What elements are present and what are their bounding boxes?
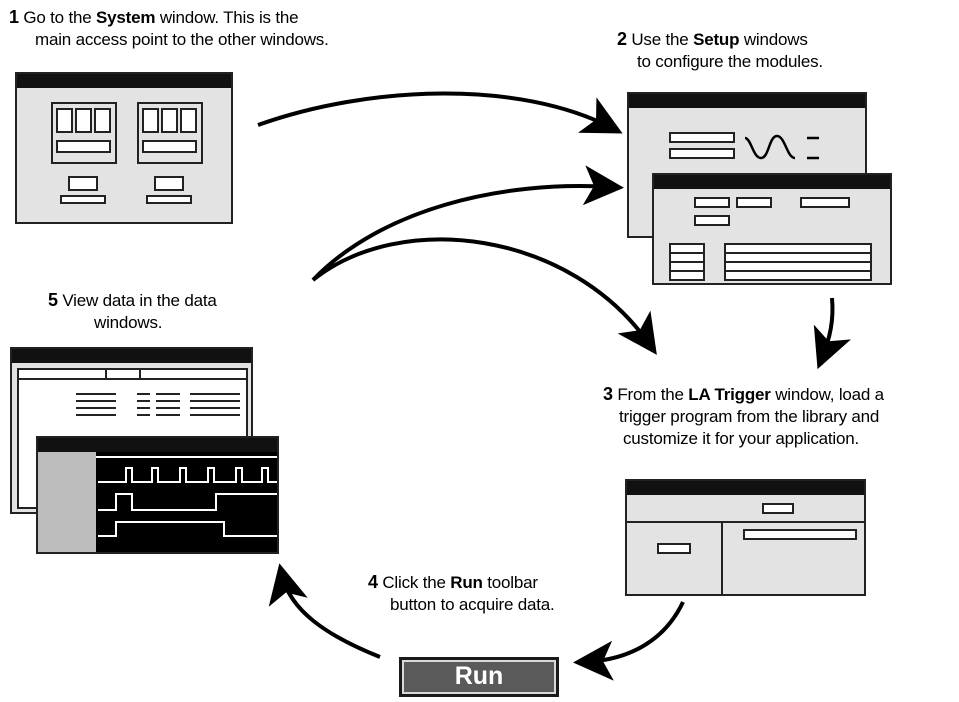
arrow-setup-to-trigger <box>813 297 851 370</box>
title-bar <box>629 94 865 108</box>
module-field <box>146 195 192 204</box>
arrow-system-to-setup <box>257 91 623 134</box>
module-field <box>60 195 106 204</box>
title-bar <box>627 481 864 495</box>
module-button <box>68 176 98 191</box>
title-bar <box>12 349 251 363</box>
run-button-label: Run <box>402 660 556 694</box>
title-bar <box>654 175 890 189</box>
title-bar <box>38 438 277 452</box>
system-window-thumbnail <box>15 72 233 224</box>
waveform-traces <box>96 456 277 537</box>
waveform-label-pane <box>38 452 96 552</box>
slot <box>180 108 197 133</box>
la-trigger-window-thumbnail <box>625 479 866 596</box>
module-button <box>154 176 184 191</box>
step-4-caption: 4 Click the Run toolbar button to acquir… <box>368 572 555 614</box>
setup-field <box>800 197 850 208</box>
slot <box>94 108 111 133</box>
setup-field <box>669 148 735 159</box>
setup-field <box>736 197 772 208</box>
waveform-window-thumbnail <box>36 436 279 554</box>
trigger-field <box>743 529 857 540</box>
arrow-data-to-trigger <box>311 237 657 355</box>
trigger-field <box>762 503 794 514</box>
slot <box>161 108 178 133</box>
slot <box>75 108 92 133</box>
step-5-caption: 5 View data in the data windows. <box>48 290 217 332</box>
run-button[interactable]: Run <box>399 657 559 697</box>
setup-field <box>694 197 730 208</box>
setup-field <box>694 215 730 226</box>
module-label <box>56 140 111 153</box>
setup-field <box>669 132 735 143</box>
step-3-caption: 3 From the LA Trigger window, load a tri… <box>603 384 884 448</box>
slot <box>56 108 73 133</box>
setup-window-front-thumbnail <box>652 173 892 285</box>
step-2-caption: 2 Use the Setup windows to configure the… <box>617 29 823 71</box>
arrow-data-to-setup <box>311 165 624 282</box>
module-label <box>142 140 197 153</box>
trigger-field <box>657 543 691 554</box>
slot <box>142 108 159 133</box>
waveform-icon <box>744 134 819 160</box>
arrow-trigger-to-run <box>573 601 685 681</box>
step-1-caption: 1 Go to the System window. This is the m… <box>9 7 329 49</box>
title-bar <box>17 74 231 88</box>
arrow-run-to-data <box>268 563 381 659</box>
